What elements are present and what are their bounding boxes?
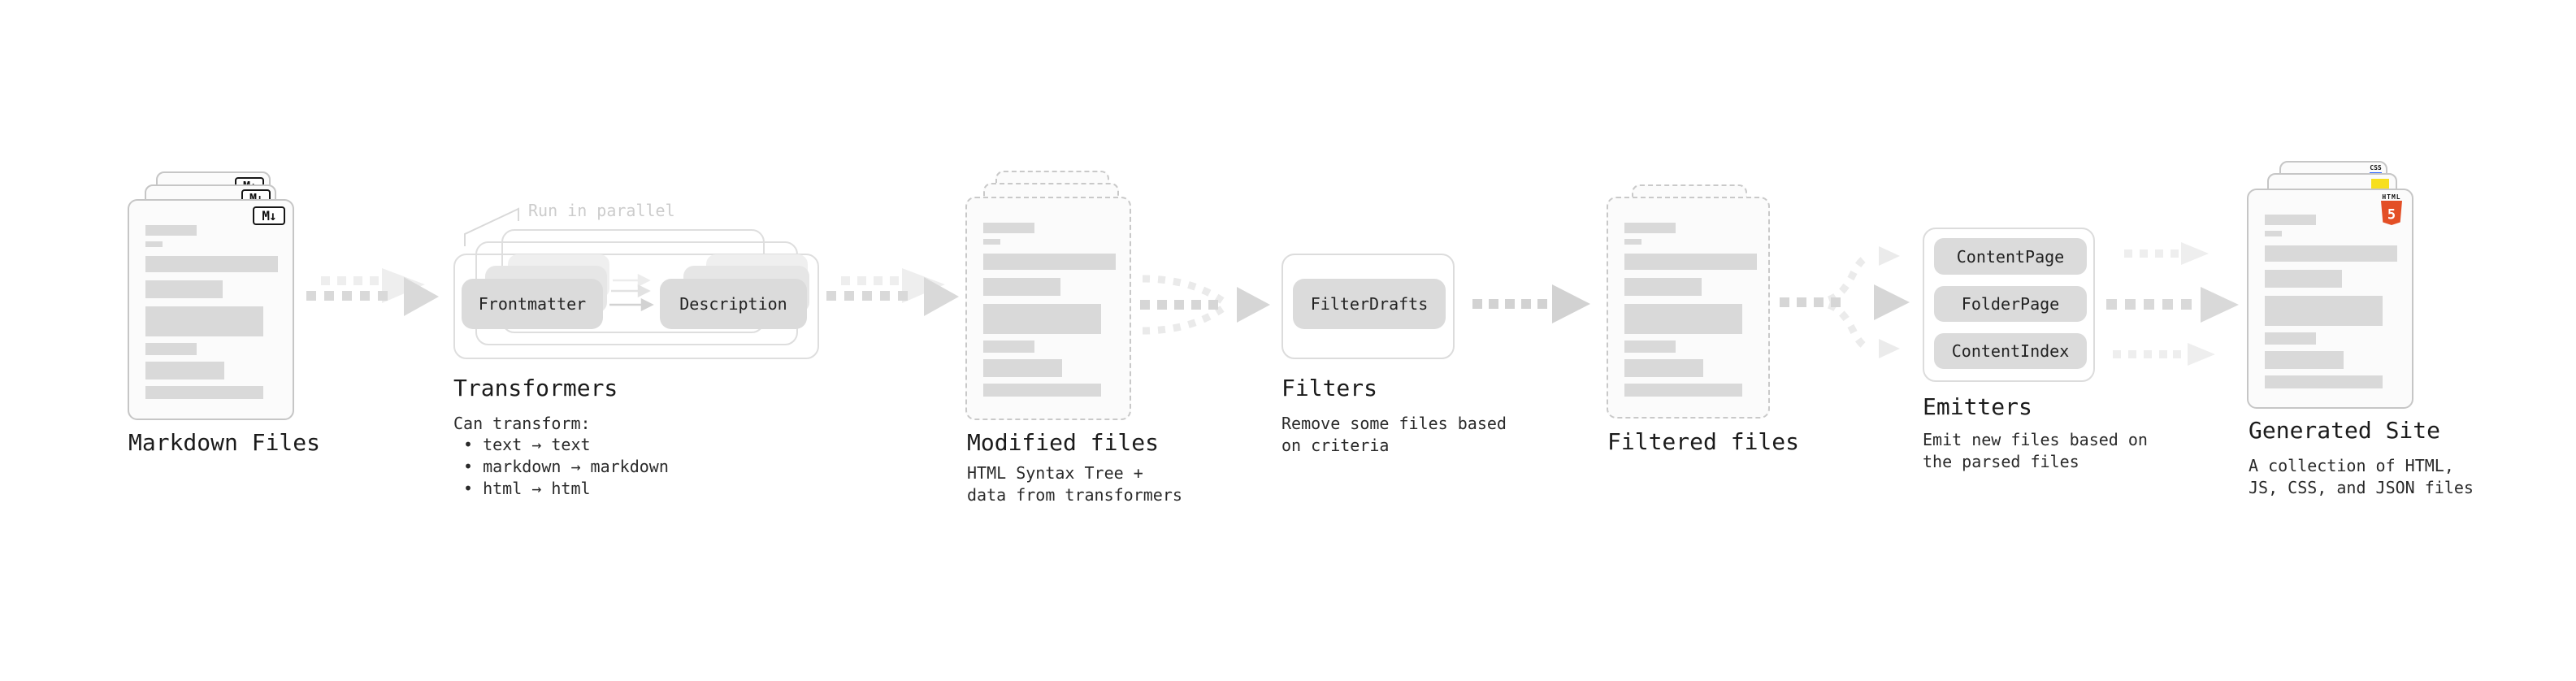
doc-content-placeholder <box>129 201 293 419</box>
css-icon-label: CSS <box>2370 164 2382 171</box>
desc-line: Remove some files based <box>1281 414 1507 433</box>
emitters-desc: Emit new files based on the parsed files <box>1923 429 2148 473</box>
transformer-layer-front <box>453 254 819 359</box>
transformers-bullet-list: • text → text • markdown → markdown • ht… <box>463 434 669 500</box>
html5-icon-label: HTML <box>2382 193 2401 201</box>
desc-line: the parsed files <box>1923 452 2079 471</box>
filtered-files-caption: Filtered files <box>1607 428 1800 455</box>
contentpage-pill: ContentPage <box>1934 238 2087 275</box>
arrow-modified-to-filters <box>1140 275 1270 335</box>
contentindex-pill: ContentIndex <box>1934 333 2087 369</box>
arrow-emitters-to-generated <box>2106 242 2239 366</box>
frontmatter-pill: Frontmatter <box>462 279 603 329</box>
desc-line: Emit new files based on <box>1923 430 2148 449</box>
arrow-filters-to-filtered <box>1472 284 1590 323</box>
folderpage-pill: FolderPage <box>1934 286 2087 322</box>
html5-shield: 5 <box>2381 201 2402 225</box>
description-pill: Description <box>660 279 807 329</box>
transformers-desc-intro: Can transform: <box>453 414 591 433</box>
desc-line: on criteria <box>1281 436 1390 455</box>
html-file-card: HTML 5 <box>2247 189 2413 409</box>
arrow-transformers-to-modified <box>826 268 959 316</box>
arrow-filtered-to-emitters <box>1780 246 1910 358</box>
desc-line: data from transformers <box>967 485 1182 505</box>
doc-content-placeholder <box>967 198 1130 419</box>
modified-files-desc: HTML Syntax Tree + data from transformer… <box>967 462 1182 506</box>
filters-heading: Filters <box>1281 375 1378 401</box>
emitters-box: ContentPage FolderPage ContentIndex <box>1923 228 2095 382</box>
emitters-heading: Emitters <box>1923 393 2032 420</box>
markdown-file-card-front: M↓ <box>128 199 294 420</box>
filters-desc: Remove some files based on criteria <box>1281 413 1507 457</box>
markdown-files-caption: Markdown Files <box>128 429 321 456</box>
filters-box: FilterDrafts <box>1281 254 1455 359</box>
modified-files-caption: Modified files <box>967 429 1160 456</box>
run-in-parallel-connector <box>464 207 519 246</box>
js-icon <box>2371 179 2389 189</box>
parallel-arrows-icon <box>609 273 654 312</box>
modified-file-card-front <box>965 197 1131 420</box>
run-in-parallel-note: Run in parallel <box>528 201 675 220</box>
doc-content-placeholder <box>1608 198 1768 417</box>
arrow-markdown-to-transformers <box>306 268 439 316</box>
filtered-file-card-front <box>1607 197 1770 419</box>
bullet-item: • markdown → markdown <box>463 457 669 476</box>
bullet-item: • html → html <box>463 479 591 498</box>
desc-line: A collection of HTML, <box>2249 456 2454 475</box>
desc-line: JS, CSS, and JSON files <box>2249 478 2474 497</box>
html5-icon: HTML 5 <box>2381 193 2402 225</box>
bullet-item: • text → text <box>463 435 591 454</box>
generated-site-caption: Generated Site <box>2249 417 2441 444</box>
generated-site-desc: A collection of HTML, JS, CSS, and JSON … <box>2249 455 2474 499</box>
svg-text:5: 5 <box>2387 207 2396 223</box>
desc-line: HTML Syntax Tree + <box>967 463 1143 483</box>
transformers-heading: Transformers <box>453 375 618 401</box>
markdown-icon: M↓ <box>253 206 285 225</box>
doc-content-placeholder <box>2249 190 2412 407</box>
filterdrafts-pill: FilterDrafts <box>1293 279 1446 329</box>
